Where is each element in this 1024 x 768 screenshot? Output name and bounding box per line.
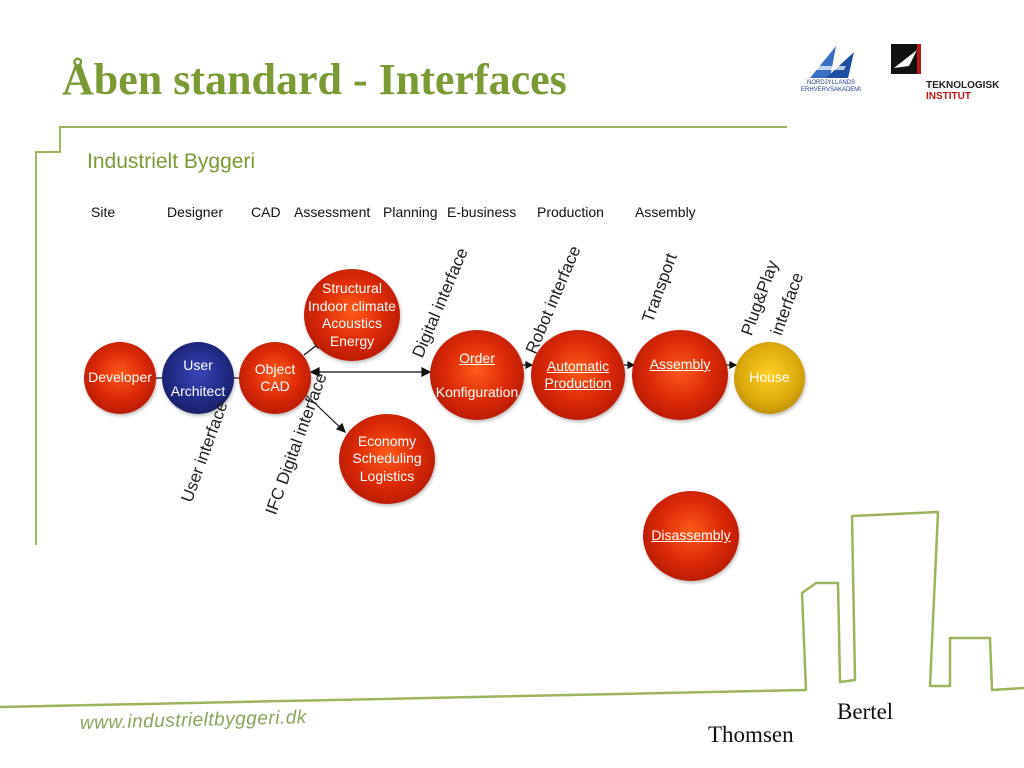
node-automatic-label: Automatic [546,357,610,374]
page-subtitle: Industrielt Byggeri [87,150,256,173]
arrowhead-left [309,367,320,377]
node-structural: Structural Indoor climate Acoustics Ener… [304,269,400,361]
node-object-label: Object [254,360,296,377]
author-last-name: Thomsen [708,722,794,747]
node-architect-label: Architect [170,383,226,399]
node-economy-label: Economy [357,432,417,449]
node-assembly-label: Assembly [649,356,711,372]
logo-right-line1: TEKNOLOGISK [926,80,1000,91]
node-order: Order Konfiguration [430,330,524,420]
nordjyllands-logo-icon [810,46,854,78]
node-house: House [734,342,805,414]
page-title: Åben standard - Interfaces [62,55,567,104]
arrowhead-right [421,367,432,377]
node-developer: Developer [84,342,156,414]
node-production-label: Production [544,375,612,391]
stage-e-business: E-business [447,204,517,220]
stage-designer: Designer [167,204,224,220]
frame-top-line [35,126,787,545]
node-developer-label: Developer [88,369,152,386]
stage-site: Site [91,204,116,220]
stage-production: Production [537,204,604,220]
node-house-label: House [749,369,790,386]
nordjyllands-logo-text: NORDJYLLANDS ERHVERVSAKADEMI [796,80,866,93]
node-cad-label: CAD [260,378,290,394]
teknologisk-logo-text: TEKNOLOGISK INSTITUT [926,80,999,102]
node-konfiguration-label: Konfiguration [435,384,519,400]
node-disassembly: Disassembly [643,491,739,581]
stage-assembly: Assembly [635,204,696,220]
node-disassembly-label: Disassembly [651,527,731,544]
node-economy: Economy Scheduling Logistics [339,414,435,504]
author-first-name: Bertel [837,699,894,724]
node-order-label: Order [459,350,495,366]
logo-left-line2: ERHVERVSAKADEMI [801,86,861,93]
node-structural-label: Structural [322,280,382,296]
logo-right-line2: INSTITUT [926,91,971,102]
stage-assessment: Assessment [294,204,371,220]
node-assembly: Assembly [632,330,728,420]
node-user-architect: User Architect [162,342,234,414]
connector-object-economy [303,392,346,433]
node-object-cad: Object CAD [239,342,311,414]
node-scheduling-label: Scheduling [352,450,422,467]
stage-planning: Planning [383,204,438,220]
skyline-line [0,510,1024,709]
node-acoustics-label: Acoustics [322,315,382,331]
node-user-label: User [183,357,213,373]
stage-cad: CAD [251,204,281,220]
teknologisk-logo-icon [891,44,921,74]
logo-left-line1: NORDJYLLANDS [806,80,855,86]
node-logistics-label: Logistics [359,467,415,484]
node-energy-label: Energy [329,332,375,349]
node-automatic-production: Automatic Production [531,330,625,420]
node-indoor-climate-label: Indoor climate [308,297,396,314]
